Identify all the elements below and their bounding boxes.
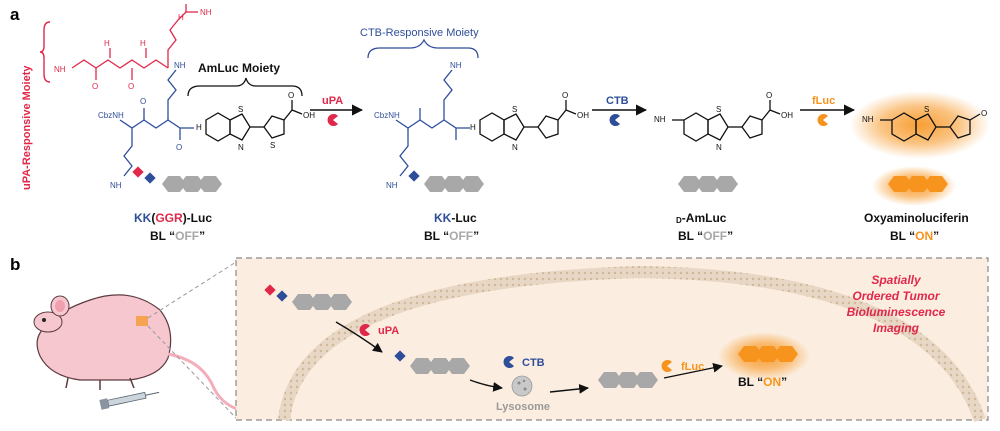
atom-guanidine-nh2: NH xyxy=(200,8,212,17)
cell-membrane xyxy=(278,265,986,422)
compound-2-name: KK-Luc xyxy=(434,211,477,225)
atom-h-amluc2: H xyxy=(470,123,476,132)
zoom-box xyxy=(235,257,989,421)
zoom-line-bottom xyxy=(147,325,237,419)
probe-cartoon-b1 xyxy=(264,284,352,310)
b-arrow-2 xyxy=(469,379,503,392)
b-upa-icon xyxy=(359,324,370,336)
compound-3-cartoon xyxy=(678,176,738,192)
b-ctb-icon xyxy=(503,356,514,368)
b-ctb-label: CTB xyxy=(522,357,545,369)
atom-nh2-kk4: NH xyxy=(450,61,462,70)
b-arrow-3 xyxy=(549,384,589,394)
atom-oh-damluc: OH xyxy=(781,111,793,120)
b-arrow-4 xyxy=(663,362,723,379)
atom-nh2-ggr: NH xyxy=(54,65,66,74)
amluc-moiety-brace xyxy=(187,77,303,97)
atom-nh2-kk3: NH xyxy=(386,181,398,190)
upa-enzyme-icon xyxy=(327,114,338,126)
b-upa-label: uPA xyxy=(378,325,399,337)
atom-o-kk1: O xyxy=(140,97,146,106)
atom-o-amluc1: O xyxy=(288,91,294,100)
atom-h-2: H xyxy=(140,39,146,48)
atom-oh-amluc2: OH xyxy=(577,111,589,120)
compound-4-cartoon xyxy=(888,176,948,192)
upa-arrow-label: uPA xyxy=(322,95,343,107)
compound-4-name: Oxyaminoluciferin xyxy=(864,211,969,225)
fluc-enzyme-icon xyxy=(817,114,828,126)
svg-text:Imaging: Imaging xyxy=(873,321,920,335)
atom-h-amluc1: H xyxy=(196,123,202,132)
atom-o-oxy: O xyxy=(981,109,987,118)
atom-nh2-kk1: NH xyxy=(110,181,122,190)
imaging-caption: Spatially Ordered Tumor Bioluminescence … xyxy=(847,273,946,335)
svg-text:Spatially: Spatially xyxy=(871,273,922,287)
compound-3-name: D-AmLuc xyxy=(676,211,727,225)
atom-n-damluc: N xyxy=(716,143,722,152)
b-fluc-label: fLuc xyxy=(681,361,704,373)
atom-o-2: O xyxy=(128,82,134,91)
upa-moiety-brace xyxy=(39,21,51,83)
panel-b-label: b xyxy=(10,255,20,274)
kk-luc-structure xyxy=(395,69,470,177)
atom-nh-kk2: NH xyxy=(174,61,186,70)
atom-guanidine-h: H xyxy=(178,13,184,22)
atom-o-1: O xyxy=(92,82,98,91)
oxyaminoluciferin-structure xyxy=(880,112,981,142)
atom-h-1: H xyxy=(104,39,110,48)
mouse-illustration xyxy=(33,294,241,412)
panel-a-label: a xyxy=(10,5,20,24)
compound-2-state: BL “OFF” xyxy=(424,229,479,243)
amluc-moiety-label: AmLuc Moiety xyxy=(198,61,280,75)
atom-s-oxy: S xyxy=(924,105,929,114)
atom-o-damluc: O xyxy=(766,91,772,100)
compound-1-state: BL “OFF” xyxy=(150,229,205,243)
b-bl-on: BL “ON” xyxy=(738,375,787,389)
probe-cartoon-b2 xyxy=(394,350,470,374)
fluc-arrow-label: fLuc xyxy=(812,95,835,107)
svg-text:Ordered Tumor: Ordered Tumor xyxy=(852,289,940,303)
ctb-moiety-label: CTB-Responsive Moiety xyxy=(360,27,479,39)
atom-o-amluc2: O xyxy=(562,91,568,100)
atom-s-amluc1: S xyxy=(238,105,243,114)
svg-text:Bioluminescence: Bioluminescence xyxy=(847,305,946,319)
ctb-arrow-label: CTB xyxy=(606,95,629,107)
compound-4-state: BL “ON” xyxy=(890,229,939,243)
atom-s-amluc2: S xyxy=(512,105,517,114)
probe-cartoon-b3 xyxy=(598,372,658,388)
atom-n-amluc1: N xyxy=(238,143,244,152)
d-amluc-structure xyxy=(672,100,781,142)
lysosome-icon xyxy=(511,375,533,397)
atom-n-amluc2: N xyxy=(512,143,518,152)
compound-1-cartoon xyxy=(132,166,222,192)
atom-o-kk2: O xyxy=(176,143,182,152)
atom-cbznh-1: CbzNH xyxy=(98,111,124,120)
aminoluciferin-core-2 xyxy=(479,100,577,142)
atom-h2n-damluc: NH xyxy=(654,115,666,124)
compound-2-cartoon xyxy=(408,170,484,192)
b-arrow-1 xyxy=(335,321,383,353)
b-fluc-icon xyxy=(661,360,672,372)
lysosome-label: Lysosome xyxy=(496,401,550,413)
kk-lysine-structure xyxy=(119,69,194,177)
compound-3-state: BL “OFF” xyxy=(678,229,733,243)
ctb-moiety-brace xyxy=(367,38,479,59)
compound-1-name: KK(GGR)-Luc xyxy=(134,211,212,225)
ggr-peptide-structure xyxy=(71,4,198,80)
atom-s2-amluc1: S xyxy=(270,141,275,150)
ctb-enzyme-icon xyxy=(609,113,620,126)
zoom-line-top xyxy=(147,261,237,319)
upa-moiety-label: uPA-Responsive Moiety xyxy=(21,65,33,190)
aminoluciferin-core-1 xyxy=(205,100,303,142)
oxyaminoluciferin-glow xyxy=(850,91,990,159)
atom-s-damluc: S xyxy=(716,105,721,114)
atom-h2n-oxy: NH xyxy=(862,115,874,124)
atom-cbznh-2: CbzNH xyxy=(374,111,400,120)
probe-cartoon-b4 xyxy=(738,346,798,362)
atom-oh-amluc1: OH xyxy=(303,111,315,120)
